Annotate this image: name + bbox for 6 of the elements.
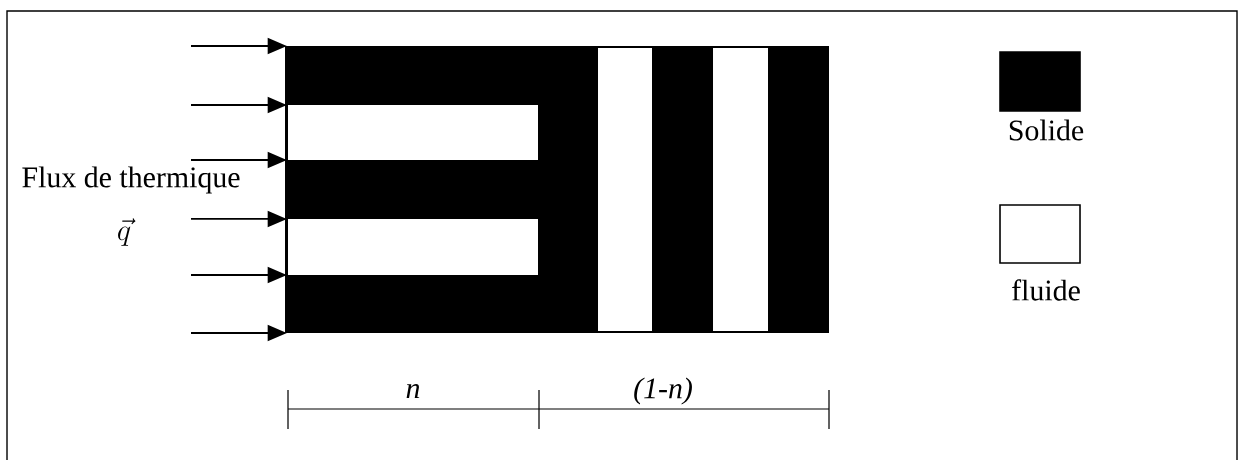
dimension-label: n <box>406 383 420 399</box>
dimension-label: (1-n) <box>634 377 692 405</box>
legend-label: fluide <box>1012 279 1080 301</box>
flux-label: Flux de thermique <box>22 166 240 194</box>
vector-symbol: $\vec{q}$ <box>118 218 136 246</box>
legend-label: Solide <box>1009 119 1084 141</box>
